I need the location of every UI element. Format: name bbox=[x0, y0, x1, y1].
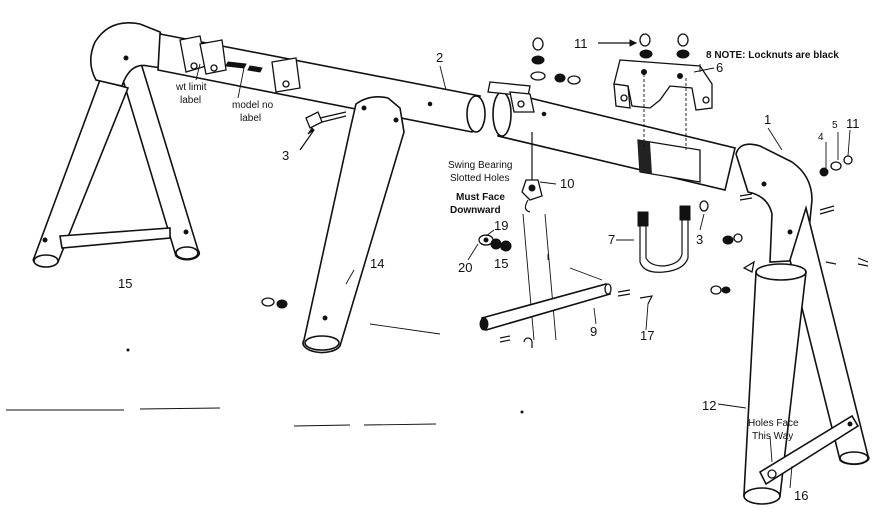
label-must-face-line1: Must Face bbox=[456, 192, 505, 203]
swing-hanger-lines bbox=[522, 213, 557, 341]
bolt-3-left bbox=[299, 111, 347, 151]
label-swing-bearing-line1: Swing Bearing bbox=[448, 160, 512, 171]
label-wt-limit-line1: wt limit bbox=[175, 82, 207, 93]
label-model-no-line1: model no bbox=[232, 100, 274, 111]
leader-lines bbox=[195, 63, 851, 489]
label-must-face-line2: Downward bbox=[450, 205, 501, 216]
hanger-brackets-left bbox=[179, 35, 301, 93]
label-part-3-right: 3 bbox=[696, 232, 703, 247]
label-holes-face-line1: Holes Face bbox=[748, 418, 799, 429]
right-a-frame bbox=[735, 143, 870, 505]
label-part-15: 15 bbox=[118, 276, 132, 291]
label-part-20: 20 bbox=[458, 260, 472, 275]
label-part-8-note: 8 NOTE: Locknuts are black bbox=[706, 50, 839, 61]
label-model-no-line2: label bbox=[240, 113, 261, 124]
label-part-5: 5 bbox=[832, 120, 838, 131]
label-wt-limit-line2: label bbox=[180, 95, 201, 106]
label-part-3-left: 3 bbox=[282, 148, 289, 163]
label-part-14: 14 bbox=[370, 256, 384, 271]
label-part-7: 7 bbox=[608, 232, 615, 247]
crossbar-9 bbox=[479, 267, 654, 348]
part-labels: 2 1 3 3 4 5 6 7 8 NOTE: Locknuts are bla… bbox=[118, 36, 860, 503]
middle-leg bbox=[302, 96, 405, 354]
locknut-stack-top bbox=[598, 33, 690, 59]
label-part-10: 10 bbox=[560, 176, 574, 191]
label-part-11-top: 11 bbox=[574, 36, 588, 51]
hanger-bracket-6 bbox=[613, 59, 713, 150]
label-part-17: 17 bbox=[640, 328, 654, 343]
label-part-11-right: 11 bbox=[846, 116, 860, 131]
label-part-9: 9 bbox=[590, 324, 597, 339]
label-part-6: 6 bbox=[716, 60, 723, 75]
u-bolt-7 bbox=[637, 205, 691, 273]
label-part-16: 16 bbox=[794, 488, 808, 503]
label-part-2: 2 bbox=[436, 50, 443, 65]
label-part-4: 4 bbox=[818, 132, 824, 143]
label-holes-face-line2: This Way bbox=[752, 431, 793, 442]
small-hardware bbox=[261, 155, 869, 309]
swing-hanger-hardware bbox=[487, 37, 581, 213]
label-swing-bearing-line2: Slotted Holes bbox=[450, 173, 509, 184]
label-part-1: 1 bbox=[764, 112, 771, 127]
left-a-frame bbox=[32, 22, 201, 268]
label-part-15-hardware: 15 bbox=[494, 256, 508, 271]
baseline-strokes bbox=[6, 323, 524, 427]
label-part-19: 19 bbox=[494, 218, 508, 233]
label-part-12: 12 bbox=[702, 398, 716, 413]
